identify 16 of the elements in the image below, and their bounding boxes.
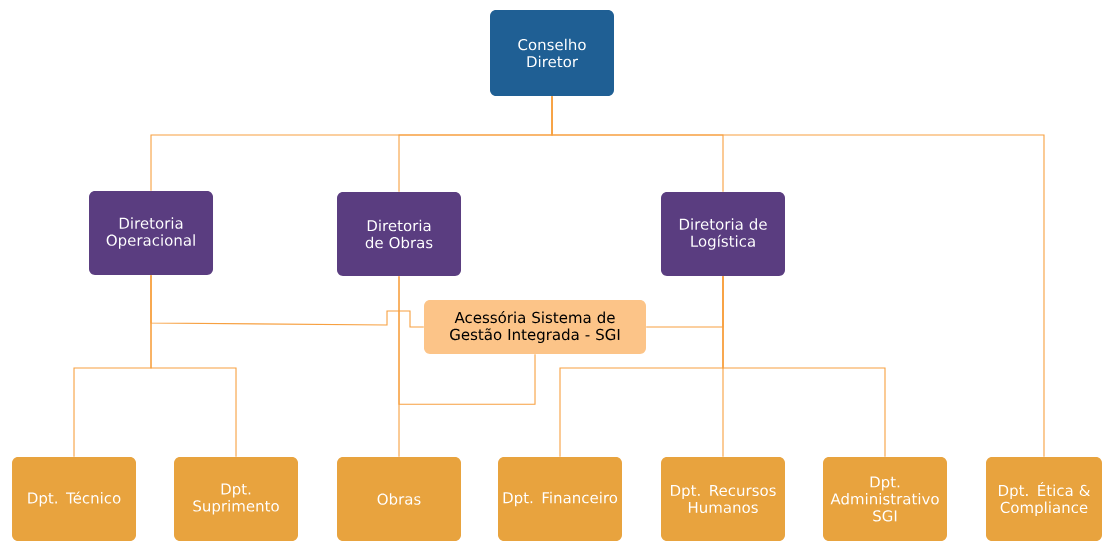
department-box: Dpt. Ética & Compliance (986, 457, 1102, 541)
department-box: Dpt. Suprimento (174, 457, 298, 541)
advisory-box: Acessória Sistema de Gestão Integrada - SGI (424, 300, 646, 354)
connector-line (551, 95, 1045, 458)
board-box: Conselho Diretor (490, 10, 614, 96)
department-box: Dpt. Administrativo SGI (823, 457, 947, 541)
department-box: Obras (337, 457, 461, 541)
department-box: Dpt. Técnico (12, 457, 136, 541)
department-box: Dpt. Financeiro (498, 457, 622, 541)
connector-line (722, 275, 886, 458)
directorate-box: Diretoria de Logística (661, 192, 785, 276)
department-box: Dpt. Recursos Humanos (661, 457, 785, 541)
directorate-box: Diretoria Operacional (89, 191, 213, 275)
connector-line (398, 275, 400, 458)
connector-line (150, 274, 237, 458)
directorate-box: Diretoria de Obras (337, 192, 461, 276)
